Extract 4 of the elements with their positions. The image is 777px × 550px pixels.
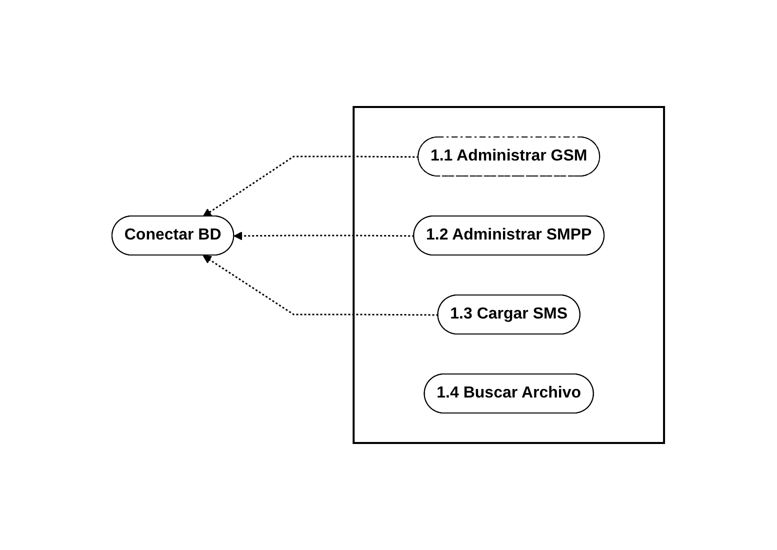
arrow xyxy=(203,255,439,316)
arrow xyxy=(234,232,415,240)
arrow xyxy=(203,156,420,217)
cluster xyxy=(353,106,666,444)
